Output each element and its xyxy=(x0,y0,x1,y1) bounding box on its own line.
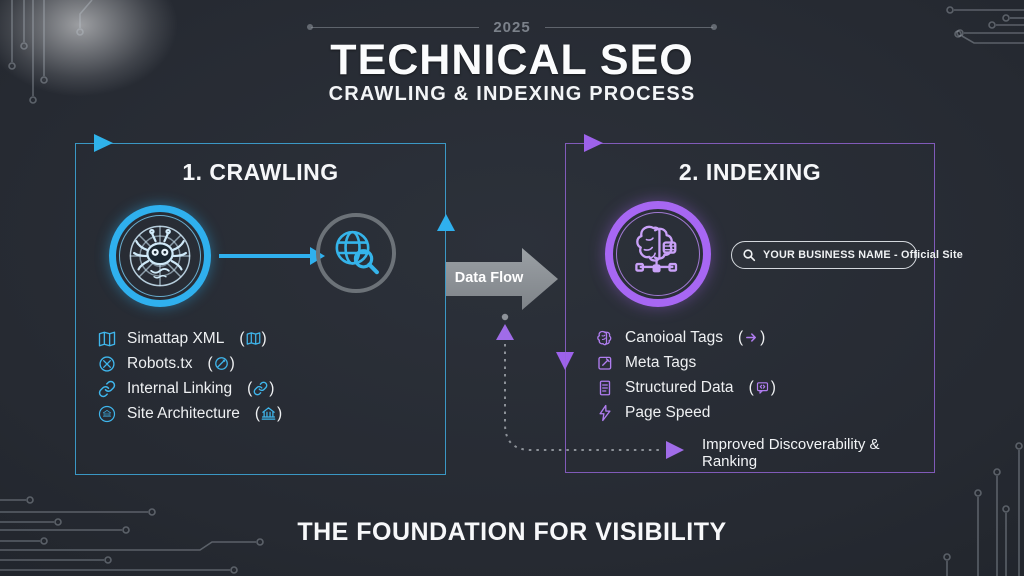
year-divider-left xyxy=(307,24,480,30)
list-item-robots: Robots.tx xyxy=(98,355,282,372)
search-value: YOUR BUSINESS NAME - Official Site xyxy=(763,249,963,261)
panel-corner-arrow-icon xyxy=(584,134,603,152)
year-label: 2025 xyxy=(493,18,531,36)
page-title: TECHNICAL SEO xyxy=(330,36,694,84)
list-item-label: Simattap XML xyxy=(127,329,225,347)
crawling-panel: 1. CRAWLING xyxy=(75,134,446,475)
header: 2025 TECHNICAL SEO CRAWLING & INDEXING P… xyxy=(0,18,1024,106)
no-entry-icon xyxy=(203,355,234,373)
list-item-canonical-tags: Canoioal Tags xyxy=(596,329,776,346)
web-search-badge xyxy=(316,213,396,293)
list-item-label: Meta Tags xyxy=(625,353,697,371)
code-bubble-icon xyxy=(745,379,776,397)
indexing-title: 2. INDEXING xyxy=(678,159,822,185)
year-divider-right xyxy=(544,24,717,30)
list-item-label: Site Architecture xyxy=(127,404,240,422)
data-flow-label: Data Flow xyxy=(454,270,524,286)
footer-title: THE FOUNDATION FOR VISIBILITY xyxy=(297,518,727,546)
circle-x-icon xyxy=(98,355,116,373)
panel-corner-arrow-icon xyxy=(94,134,113,152)
lightning-icon xyxy=(596,404,614,422)
data-flow-arrow xyxy=(446,248,558,310)
list-item-label: Canoioal Tags xyxy=(625,328,723,346)
list-item-site-architecture: Site Architecture xyxy=(98,405,282,422)
list-item-label: Page Speed xyxy=(625,403,711,421)
crawl-up-arrow-icon xyxy=(437,214,455,231)
link-icon xyxy=(243,380,274,398)
list-item-internal-linking: Internal Linking xyxy=(98,380,282,397)
crawl-to-web-arrow-icon xyxy=(219,247,325,265)
document-icon xyxy=(596,379,614,397)
index-brain-badge xyxy=(605,201,711,307)
outcome-label: Improved Discoverability & Ranking xyxy=(702,436,880,470)
list-item-page-speed: Page Speed xyxy=(596,404,776,421)
spider-bot-web-icon xyxy=(116,212,204,300)
list-item-meta-tags: Meta Tags xyxy=(596,354,776,371)
list-item-label: Structured Data xyxy=(625,378,734,396)
brain-icon xyxy=(596,329,614,347)
crawler-bot-badge xyxy=(109,205,211,307)
arrow-right-icon xyxy=(734,329,765,347)
search-input[interactable]: YOUR BUSINESS NAME - Official Site xyxy=(731,241,963,269)
list-item-structured-data: Structured Data xyxy=(596,379,776,396)
list-item-sitemap-xml: Simattap XML xyxy=(98,330,282,347)
map-icon xyxy=(235,330,266,348)
circled-building-icon xyxy=(98,405,116,423)
crawling-list: Simattap XML Robots.tx Internal Linking xyxy=(98,330,282,422)
globe-magnifier-icon xyxy=(320,217,392,289)
indexing-panel: 2. INDEXING YOUR xyxy=(565,134,963,473)
page-subtitle: CRAWLING & INDEXING PROCESS xyxy=(328,83,696,105)
indexing-list: Canoioal Tags Meta Tags Structured Data xyxy=(596,329,776,421)
brain-network-icon xyxy=(613,209,703,299)
building-icon xyxy=(251,405,282,423)
search-icon xyxy=(741,247,757,263)
crawling-title: 1. CRAWLING xyxy=(182,159,339,185)
chain-link-icon xyxy=(98,380,116,398)
list-item-label: Robots.tx xyxy=(127,354,193,372)
note-edit-icon xyxy=(596,354,614,372)
list-item-label: Internal Linking xyxy=(127,379,233,397)
sitemap-map-icon xyxy=(98,330,116,348)
